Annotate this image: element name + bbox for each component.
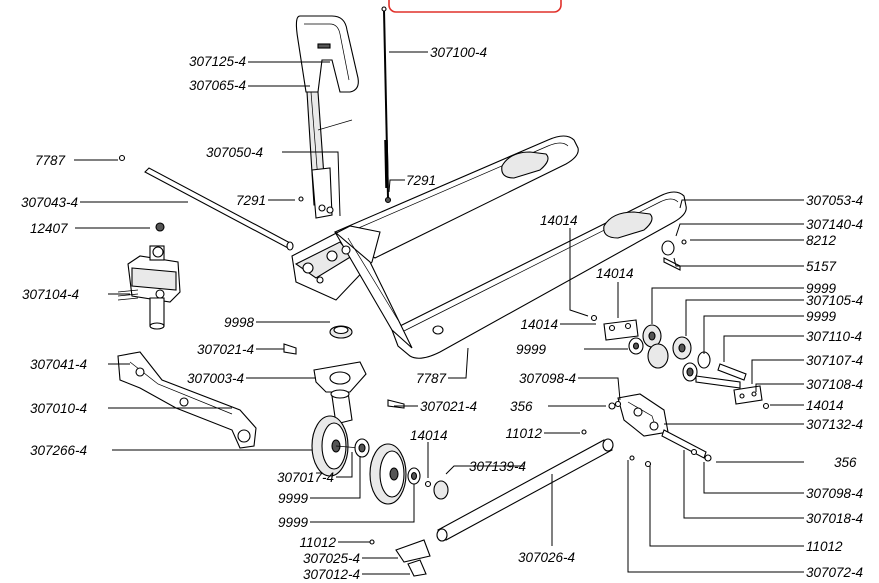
label-307104: 307104-4 bbox=[22, 287, 79, 302]
label-307010: 307010-4 bbox=[30, 401, 87, 416]
label-307072: 307072-4 bbox=[806, 565, 863, 580]
label-307043: 307043-4 bbox=[21, 195, 78, 210]
label-14014-d: 14014 bbox=[806, 398, 844, 413]
label-307025: 307025-4 bbox=[303, 551, 360, 566]
handle-part bbox=[295, 15, 359, 219]
label-307065: 307065-4 bbox=[189, 78, 246, 93]
label-307003: 307003-4 bbox=[187, 371, 244, 386]
label-11012-a: 11012 bbox=[505, 426, 542, 441]
label-307139: 307139-4 bbox=[469, 459, 526, 474]
label-14014-c: 14014 bbox=[520, 317, 558, 332]
label-307100: 307100-4 bbox=[430, 45, 487, 60]
label-307108: 307108-4 bbox=[806, 377, 863, 392]
label-307017: 307017-4 bbox=[277, 470, 334, 485]
label-307021-b: 307021-4 bbox=[420, 399, 477, 414]
hydraulic-pump bbox=[117, 245, 181, 330]
label-307266: 307266-4 bbox=[30, 443, 87, 458]
label-7291-a: 7291 bbox=[406, 173, 436, 188]
label-307132: 307132-4 bbox=[806, 417, 863, 432]
label-307018: 307018-4 bbox=[806, 511, 863, 526]
label-7291-b: 7291 bbox=[236, 193, 266, 208]
part-labels: 307100-4 307125-4 307065-4 307050-4 7787… bbox=[21, 45, 863, 582]
label-307098-b: 307098-4 bbox=[806, 486, 863, 501]
label-307021-a: 307021-4 bbox=[197, 342, 254, 357]
label-12407: 12407 bbox=[30, 221, 68, 236]
label-8212: 8212 bbox=[806, 233, 837, 248]
label-9999-a: 9999 bbox=[806, 281, 837, 296]
steering-wheel bbox=[311, 389, 370, 477]
steering-bearing-and-rocker bbox=[283, 325, 405, 409]
load-rollers bbox=[590, 239, 770, 410]
fork-frame bbox=[291, 135, 687, 359]
label-9998: 9998 bbox=[224, 315, 255, 330]
label-307105: 307105-4 bbox=[806, 293, 863, 308]
label-307110: 307110-4 bbox=[806, 329, 862, 344]
wheel-307139 bbox=[369, 443, 449, 505]
label-9999-c: 9999 bbox=[516, 342, 547, 357]
label-307041: 307041-4 bbox=[30, 357, 87, 372]
label-356-a: 356 bbox=[510, 399, 533, 414]
roller-bracket bbox=[608, 393, 712, 462]
label-5157: 5157 bbox=[806, 259, 837, 274]
highlight-box bbox=[388, 0, 562, 13]
label-11012-b: 11012 bbox=[299, 535, 336, 550]
label-9999-d: 9999 bbox=[278, 491, 309, 506]
label-7787-b: 7787 bbox=[416, 371, 447, 386]
label-307125: 307125-4 bbox=[189, 54, 246, 69]
label-7787-a: 7787 bbox=[35, 153, 66, 168]
callout-leaders bbox=[74, 51, 804, 575]
pallet-truck-drawing bbox=[117, 6, 770, 577]
label-356-b: 356 bbox=[834, 455, 857, 470]
label-307012: 307012-4 bbox=[303, 567, 360, 582]
link-plate bbox=[117, 351, 257, 449]
label-14014-a: 14014 bbox=[540, 213, 578, 228]
label-11012-c: 11012 bbox=[806, 539, 843, 554]
label-307050: 307050-4 bbox=[206, 145, 263, 160]
label-307053: 307053-4 bbox=[806, 193, 863, 208]
control-rod bbox=[381, 6, 392, 204]
label-9999-e: 9999 bbox=[278, 515, 309, 530]
label-9999-b: 9999 bbox=[806, 309, 837, 324]
label-307026: 307026-4 bbox=[518, 550, 575, 565]
axle-307043 bbox=[118, 154, 304, 251]
push-rod bbox=[369, 429, 652, 577]
label-14014-b: 14014 bbox=[596, 266, 634, 281]
label-307098-a: 307098-4 bbox=[519, 371, 576, 386]
label-307107: 307107-4 bbox=[806, 353, 863, 368]
label-14014-e: 14014 bbox=[410, 428, 448, 443]
label-307140: 307140-4 bbox=[806, 217, 863, 232]
